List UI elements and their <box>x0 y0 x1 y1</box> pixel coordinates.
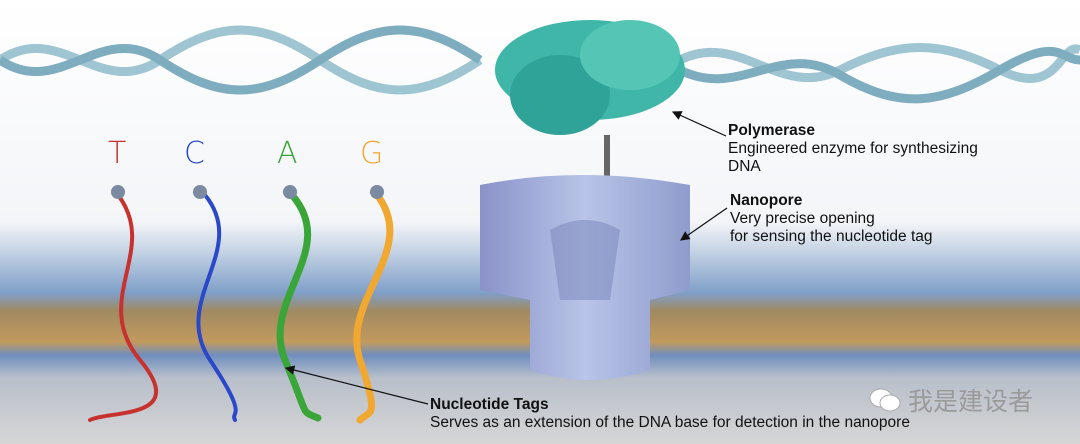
nucleotide-tags-title: Nucleotide Tags <box>430 396 549 413</box>
nucleotide-tags-desc: Serves as an extension of the DNA base f… <box>430 414 910 431</box>
nanopore-label: Nanopore Very precise opening for sensin… <box>730 192 933 246</box>
watermark-text: 我是建设者 <box>908 387 1034 416</box>
nucleotide-heads <box>111 185 384 199</box>
wechat-icon <box>869 388 901 412</box>
tag-strand-t <box>88 193 159 422</box>
nucleotide-tag-strands <box>88 191 394 424</box>
polymerase-enzyme <box>495 20 685 183</box>
tag-strand-a <box>276 191 322 422</box>
polymerase-title: Polymerase <box>728 122 816 139</box>
polymerase-desc-1: Engineered enzyme for synthesizing <box>728 140 978 157</box>
nanopore-protein <box>480 175 690 380</box>
nucleotide-tags-label: Nucleotide Tags Serves as an extension o… <box>430 396 910 432</box>
tag-strand-c <box>196 193 238 422</box>
nanopore-title: Nanopore <box>730 192 803 209</box>
nanopore-desc-2: for sensing the nucleotide tag <box>730 228 933 245</box>
polymerase-label: Polymerase Engineered enzyme for synthes… <box>728 122 978 176</box>
callout-arrows <box>284 111 728 405</box>
dna-helix <box>0 25 1080 104</box>
base-letter-c: C <box>184 136 205 171</box>
base-letter-g: G <box>360 136 384 171</box>
nanopore-desc-1: Very precise opening <box>730 210 875 227</box>
base-letter-a: A <box>277 136 298 171</box>
polymerase-desc-2: DNA <box>728 158 761 175</box>
base-letter-t: T <box>108 136 127 171</box>
tag-strand-g <box>353 191 394 424</box>
watermark: 我是建设者 <box>868 382 1033 418</box>
